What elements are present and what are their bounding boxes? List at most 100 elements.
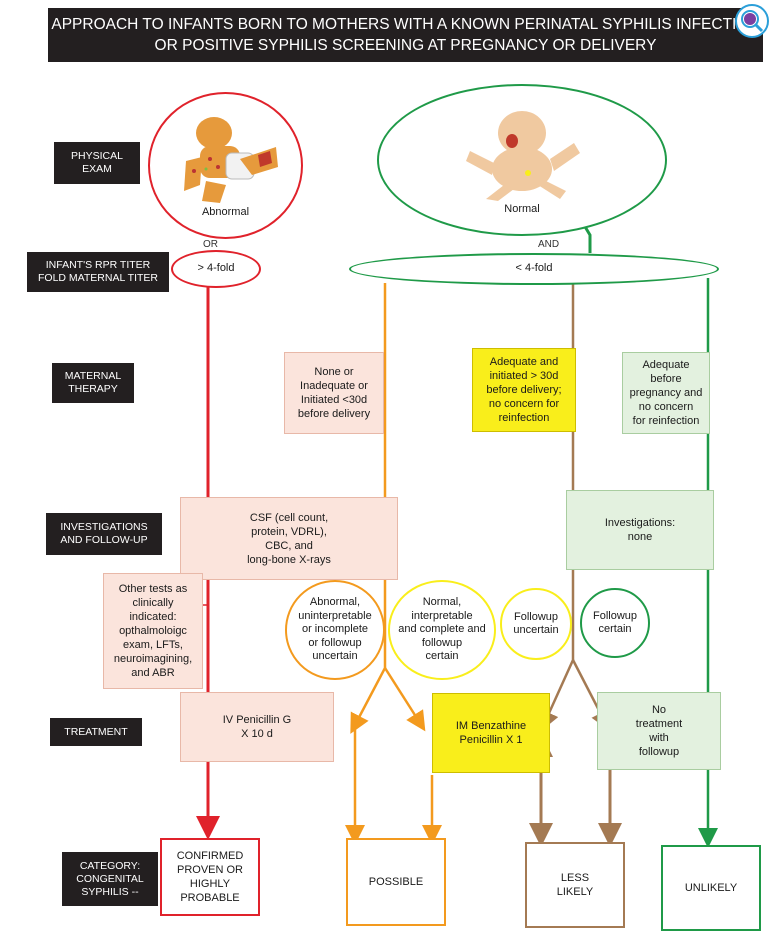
maternal-adequate30-line1: Adequate and [489, 356, 559, 368]
category-confirmed-line3: HIGHLY [189, 878, 231, 890]
outcome-abnormal-circle: Abnormal, uninterpretable or incomplete … [285, 580, 385, 680]
row-label-maternal-therapy: MATERNAL THERAPY [52, 363, 134, 403]
or-connector-label: OR [203, 239, 218, 250]
category-less-likely-line2: LIKELY [556, 886, 594, 898]
category-possible-box: POSSIBLE [346, 838, 446, 926]
csf-line3: CBC, and [265, 539, 313, 552]
outcome-abnormal-line5: uncertain [312, 650, 358, 663]
row-label-investigations-line2: AND FOLLOW-UP [60, 534, 148, 546]
category-confirmed-line1: CONFIRMED [176, 850, 244, 862]
maternal-before-line2: before [650, 373, 682, 385]
maternal-adequate-30-box: Adequate and initiated > 30d before deli… [472, 348, 576, 432]
csf-line1: CSF (cell count, [249, 511, 329, 524]
maternal-adequate30-line4: no concern for [488, 398, 560, 410]
title-banner: APPROACH TO INFANTS BORN TO MOTHERS WITH… [48, 8, 763, 62]
normal-exam-ellipse: Normal [377, 84, 667, 236]
row-label-physical-exam-line1: PHYSICAL [71, 150, 123, 162]
and-connector-label: AND [538, 239, 560, 250]
outcome-fu-certain-line1: Followup [592, 609, 638, 622]
category-unlikely-line1: UNLIKELY [684, 882, 738, 894]
maternal-before-line3: pregnancy and [629, 387, 703, 399]
outcome-fu-certain-line2: certain [598, 623, 632, 635]
category-possible-line1: POSSIBLE [368, 876, 424, 888]
magnifier-glyph [741, 10, 764, 33]
no-treatment-line1: No [651, 704, 667, 716]
outcome-normal-line3: and complete and [398, 623, 486, 636]
im-benzathine-line1: IM Benzathine [455, 720, 527, 732]
other-tests-line2: clinically [132, 597, 174, 609]
investigations-none-line1: Investigations: [604, 517, 676, 529]
no-treatment-line4: followup [638, 746, 680, 758]
im-benzathine-line2: Penicillin X 1 [459, 734, 523, 746]
row-label-category-line1: CATEGORY: [79, 859, 141, 872]
title-line-1: APPROACH TO INFANTS BORN TO MOTHERS WITH… [51, 16, 760, 33]
row-label-rpr-titer: INFANT'S RPR TITER FOLD MATERNAL TITER [27, 252, 169, 292]
infant-abnormal-illustration [183, 117, 278, 204]
row-label-rpr-line1: INFANT'S RPR TITER [45, 259, 151, 271]
outcome-normal-line2: interpretable [411, 609, 473, 622]
category-unlikely-box: UNLIKELY [661, 845, 761, 931]
orange-to-im-arrow [383, 667, 426, 732]
normal-exam-label: Normal [504, 203, 540, 216]
category-confirmed-line2: PROVEN OR [176, 864, 243, 876]
other-tests-line7: and ABR [131, 667, 175, 679]
outcome-normal-circle: Normal, interpretable and complete and f… [388, 580, 496, 680]
csf-line2: protein, VDRL), [251, 525, 327, 538]
row-label-category-line2: CONGENITAL [76, 872, 144, 885]
magnifier-icon[interactable] [735, 4, 769, 38]
row-label-category: CATEGORY: CONGENITAL SYPHILIS -- [62, 852, 158, 906]
titer-low-label: < 4-fold [515, 262, 553, 275]
other-tests-box: Other tests as clinically indicated: opt… [103, 573, 203, 689]
investigations-none-line2: none [627, 531, 653, 543]
maternal-before-line1: Adequate [642, 359, 690, 371]
other-tests-line1: Other tests as [118, 583, 188, 595]
csf-line4: long-bone X-rays [247, 553, 331, 566]
outcome-followup-uncertain-circle: Followup uncertain [500, 588, 572, 660]
row-label-investigations-line1: INVESTIGATIONS [60, 521, 148, 533]
outcome-fu-uncertain-line1: Followup [513, 610, 559, 623]
maternal-none-box: None or Inadequate or Initiated <30d bef… [284, 352, 384, 434]
maternal-adequate-before-box: Adequate before pregnancy and no concern… [622, 352, 710, 434]
no-treatment-box: No treatment with followup [597, 692, 721, 770]
maternal-before-line4: no concern [638, 401, 694, 413]
investigations-none-box: Investigations: none [566, 490, 714, 570]
category-less-likely-line1: LESS [560, 872, 590, 884]
category-confirmed-line4: PROBABLE [180, 892, 240, 904]
row-label-physical-exam: PHYSICAL EXAM [54, 142, 140, 184]
no-treatment-line2: treatment [635, 718, 683, 730]
maternal-none-line3: Initiated <30d [300, 394, 368, 406]
other-tests-line4: opthalmoloigc [119, 625, 187, 637]
iv-penicillin-box: IV Penicillin G X 10 d [180, 692, 334, 762]
other-tests-line6: neuroimagining, [113, 653, 193, 665]
titer-high-ellipse: > 4-fold [171, 250, 261, 288]
row-label-physical-exam-line2: EXAM [82, 163, 112, 175]
outcome-abnormal-line4: or followup [308, 636, 362, 649]
iv-penicillin-line1: IV Penicillin G [222, 714, 292, 726]
row-label-rpr-line2: FOLD MATERNAL TITER [38, 272, 158, 284]
row-label-treatment-line1: TREATMENT [64, 725, 128, 738]
csf-investigations-box: CSF (cell count, protein, VDRL), CBC, an… [180, 497, 398, 580]
outcome-normal-line4: followup [421, 636, 463, 649]
row-label-maternal-line1: MATERNAL [64, 370, 122, 382]
outcome-normal-line1: Normal, [422, 596, 462, 609]
maternal-none-line1: None or [314, 366, 354, 378]
titer-high-label: > 4-fold [197, 262, 235, 275]
im-benzathine-box: IM Benzathine Penicillin X 1 [432, 693, 550, 773]
category-confirmed-box: CONFIRMED PROVEN OR HIGHLY PROBABLE [160, 838, 260, 916]
outcome-abnormal-line2: uninterpretable [298, 609, 372, 622]
row-label-category-line3: SYPHILIS -- [81, 885, 139, 898]
row-label-maternal-line2: THERAPY [68, 383, 118, 395]
maternal-none-line4: before delivery [297, 408, 371, 420]
no-treatment-line3: with [649, 732, 669, 744]
outcome-normal-line5: certain [425, 650, 459, 663]
outcome-fu-uncertain-line2: uncertain [513, 624, 559, 636]
iv-penicillin-line2: X 10 d [241, 728, 273, 740]
maternal-none-line2: Inadequate or [300, 380, 368, 392]
category-less-likely-box: LESS LIKELY [525, 842, 625, 928]
row-label-investigations: INVESTIGATIONS AND FOLLOW-UP [46, 513, 162, 555]
abnormal-exam-label: Abnormal [201, 206, 250, 219]
other-tests-line3: indicated: [129, 611, 177, 623]
outcome-abnormal-line1: Abnormal, [309, 596, 361, 609]
maternal-adequate30-line2: initiated > 30d [489, 370, 559, 382]
other-tests-line5: exam, LFTs, [123, 639, 183, 651]
